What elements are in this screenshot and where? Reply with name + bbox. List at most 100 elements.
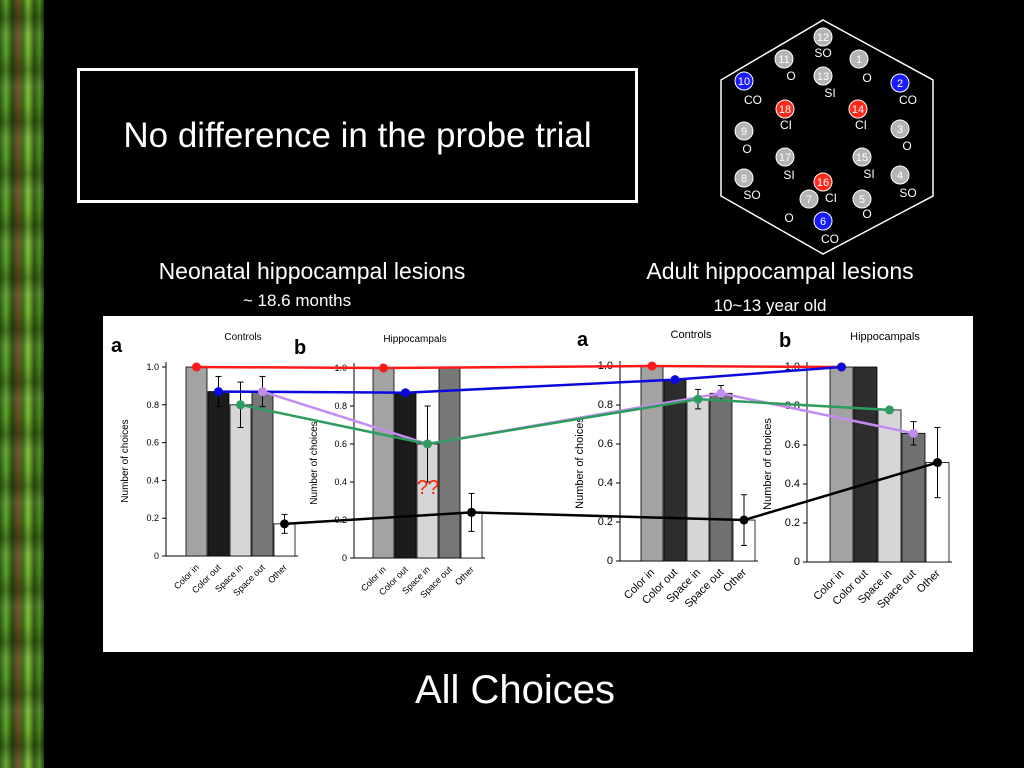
y-tick-label: 0.8 <box>146 400 159 410</box>
bar-color-in <box>185 366 208 557</box>
x-tick-label: Other <box>453 564 476 587</box>
left-subheading: ~ 18.6 months <box>242 291 352 310</box>
overlay-point <box>909 428 918 438</box>
maze-well-10 <box>734 71 754 91</box>
maze-well-label: O <box>786 69 795 83</box>
maze-well-9 <box>734 121 754 141</box>
maze-well-label: O <box>862 71 871 85</box>
y-tick-label: 0.2 <box>785 517 800 529</box>
maze-well-number: 16 <box>817 177 829 189</box>
maze-well-label: CI <box>780 118 792 132</box>
maze-well-label: CO <box>744 93 762 107</box>
maze-well-number: 7 <box>806 194 812 206</box>
panel-letter: a <box>577 329 589 351</box>
maze-well-6 <box>813 211 833 231</box>
overlay-point <box>885 405 894 415</box>
maze-well-label: O <box>784 211 793 225</box>
maze-well-label: SI <box>783 168 794 182</box>
bar-space-out <box>901 432 926 563</box>
overlay-point <box>693 394 703 404</box>
maze-well-7 <box>799 189 819 209</box>
y-tick-label: 0 <box>342 553 347 563</box>
maze-well-4 <box>890 165 910 185</box>
maze-well-number: 1 <box>856 54 862 66</box>
maze-well-number: 8 <box>741 173 747 185</box>
maze-well-label: CI <box>855 118 867 132</box>
y-tick-label: 0.4 <box>598 477 613 489</box>
y-tick-label: 0.4 <box>334 477 347 487</box>
y-tick-label: 0.6 <box>785 439 800 451</box>
maze-diagram: 12SO11O1O13SI10CO2CO18CI14CI9O3O17SI15SI… <box>720 19 934 255</box>
bottom-label: All Choices <box>414 668 616 712</box>
grass-border <box>0 0 44 768</box>
maze-well-number: 18 <box>779 104 791 116</box>
overlay-line-4 <box>236 394 894 449</box>
maze-well-1 <box>849 49 869 69</box>
maze-well-number: 15 <box>856 152 868 164</box>
overlay-point <box>739 515 749 525</box>
panel-letter: a <box>111 335 123 357</box>
y-axis-label: Number of choices <box>120 419 131 502</box>
bar-space-out <box>251 391 274 557</box>
maze-well-number: 5 <box>859 194 865 206</box>
grass-border-shade <box>0 0 44 768</box>
maze-well-number: 2 <box>897 78 903 90</box>
chart-title: Controls <box>671 329 712 341</box>
bar-space-out <box>438 367 461 559</box>
y-tick-label: 1.0 <box>146 362 159 372</box>
y-tick-label: 0.6 <box>146 438 159 448</box>
maze-well-number: 6 <box>820 216 826 228</box>
overlay-point <box>379 363 388 373</box>
y-tick-label: 0 <box>607 555 613 567</box>
maze-well-number: 12 <box>817 32 829 44</box>
overlay-point <box>716 388 726 398</box>
bar-color-out <box>663 379 687 562</box>
y-tick-label: 0.6 <box>334 439 347 449</box>
title-box: No difference in the probe trial <box>77 68 638 203</box>
overlay-point <box>214 387 223 397</box>
overlay-point <box>401 388 410 398</box>
maze-well-18 <box>775 99 795 119</box>
maze-well-label: SO <box>743 188 760 202</box>
overlay-point <box>280 519 289 529</box>
maze-well-label: CI <box>825 191 837 205</box>
bar-color-out <box>207 391 230 557</box>
maze-well-label: SO <box>899 186 916 200</box>
maze-well-number: 9 <box>741 126 747 138</box>
overlay-line-1 <box>192 361 846 373</box>
y-axis-label: Number of choices <box>574 417 586 509</box>
maze-well-label: CO <box>899 93 917 107</box>
panel-letter: b <box>779 330 791 352</box>
y-axis-label: Number of choices <box>309 421 320 504</box>
overlay-point <box>837 362 846 372</box>
y-axis-label: Number of choices <box>762 418 774 510</box>
y-tick-label: 0.2 <box>146 513 159 523</box>
maze-well-16 <box>813 172 833 192</box>
overlay-point <box>423 439 432 449</box>
overlay-line-2 <box>214 362 846 398</box>
right-heading: Adult hippocampal lesions <box>646 258 914 284</box>
bar-space-out <box>709 392 733 562</box>
overlay-point <box>467 507 476 517</box>
y-tick-label: 0.8 <box>334 401 347 411</box>
chart-title: Hippocampals <box>850 331 920 343</box>
y-tick-label: 0 <box>154 551 159 561</box>
question-marks: ?? <box>417 477 439 499</box>
maze-well-17 <box>775 147 795 167</box>
maze-well-label: O <box>902 139 911 153</box>
y-tick-label: 0.6 <box>598 438 613 450</box>
bar-color-in <box>829 366 854 563</box>
maze-well-number: 10 <box>738 76 750 88</box>
maze-well-2 <box>890 73 910 93</box>
maze-well-number: 3 <box>897 124 903 136</box>
overlay-point <box>933 458 942 468</box>
maze-well-label: SI <box>863 167 874 181</box>
maze-well-label: CO <box>821 232 839 246</box>
maze-well-14 <box>848 99 868 119</box>
bar-color-out <box>853 366 878 563</box>
maze-well-label: O <box>742 142 751 156</box>
